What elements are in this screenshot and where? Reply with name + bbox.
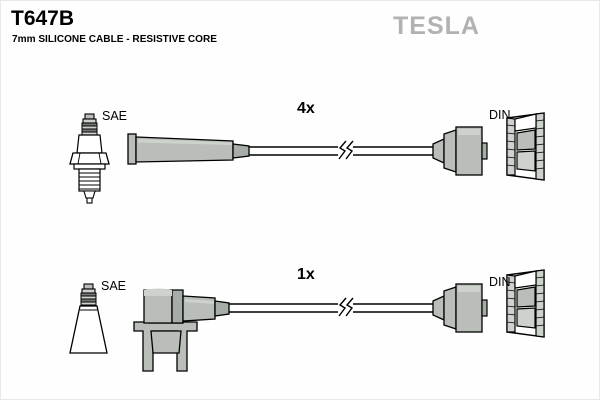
din-label-lower: DIN (489, 275, 511, 289)
cable-upper (249, 140, 433, 160)
din-plug-upper (432, 126, 488, 176)
distributor-socket-lower (506, 269, 545, 338)
sae-label-lower: SAE (101, 279, 127, 293)
right-angle-boot-lower (133, 288, 230, 372)
cable-break-icon-lower (338, 297, 354, 317)
din-plug-lower (432, 283, 488, 333)
brand-logo: TESLA (393, 12, 480, 40)
spark-plug-upper (69, 113, 110, 204)
cable-lower (229, 297, 433, 317)
page-title: T647B (11, 7, 75, 30)
quantity-label-upper: 4x (297, 100, 315, 117)
cable-break-icon-upper (338, 140, 354, 160)
sae-label-upper: SAE (102, 109, 128, 123)
din-label-upper: DIN (489, 108, 511, 122)
spark-plug-boot-upper (127, 133, 250, 165)
spark-plug-lower (69, 283, 108, 354)
distributor-socket-upper (506, 112, 545, 181)
quantity-label-lower: 1x (297, 266, 315, 283)
product-subtitle: 7mm SILICONE CABLE - RESISTIVE CORE (12, 33, 218, 45)
